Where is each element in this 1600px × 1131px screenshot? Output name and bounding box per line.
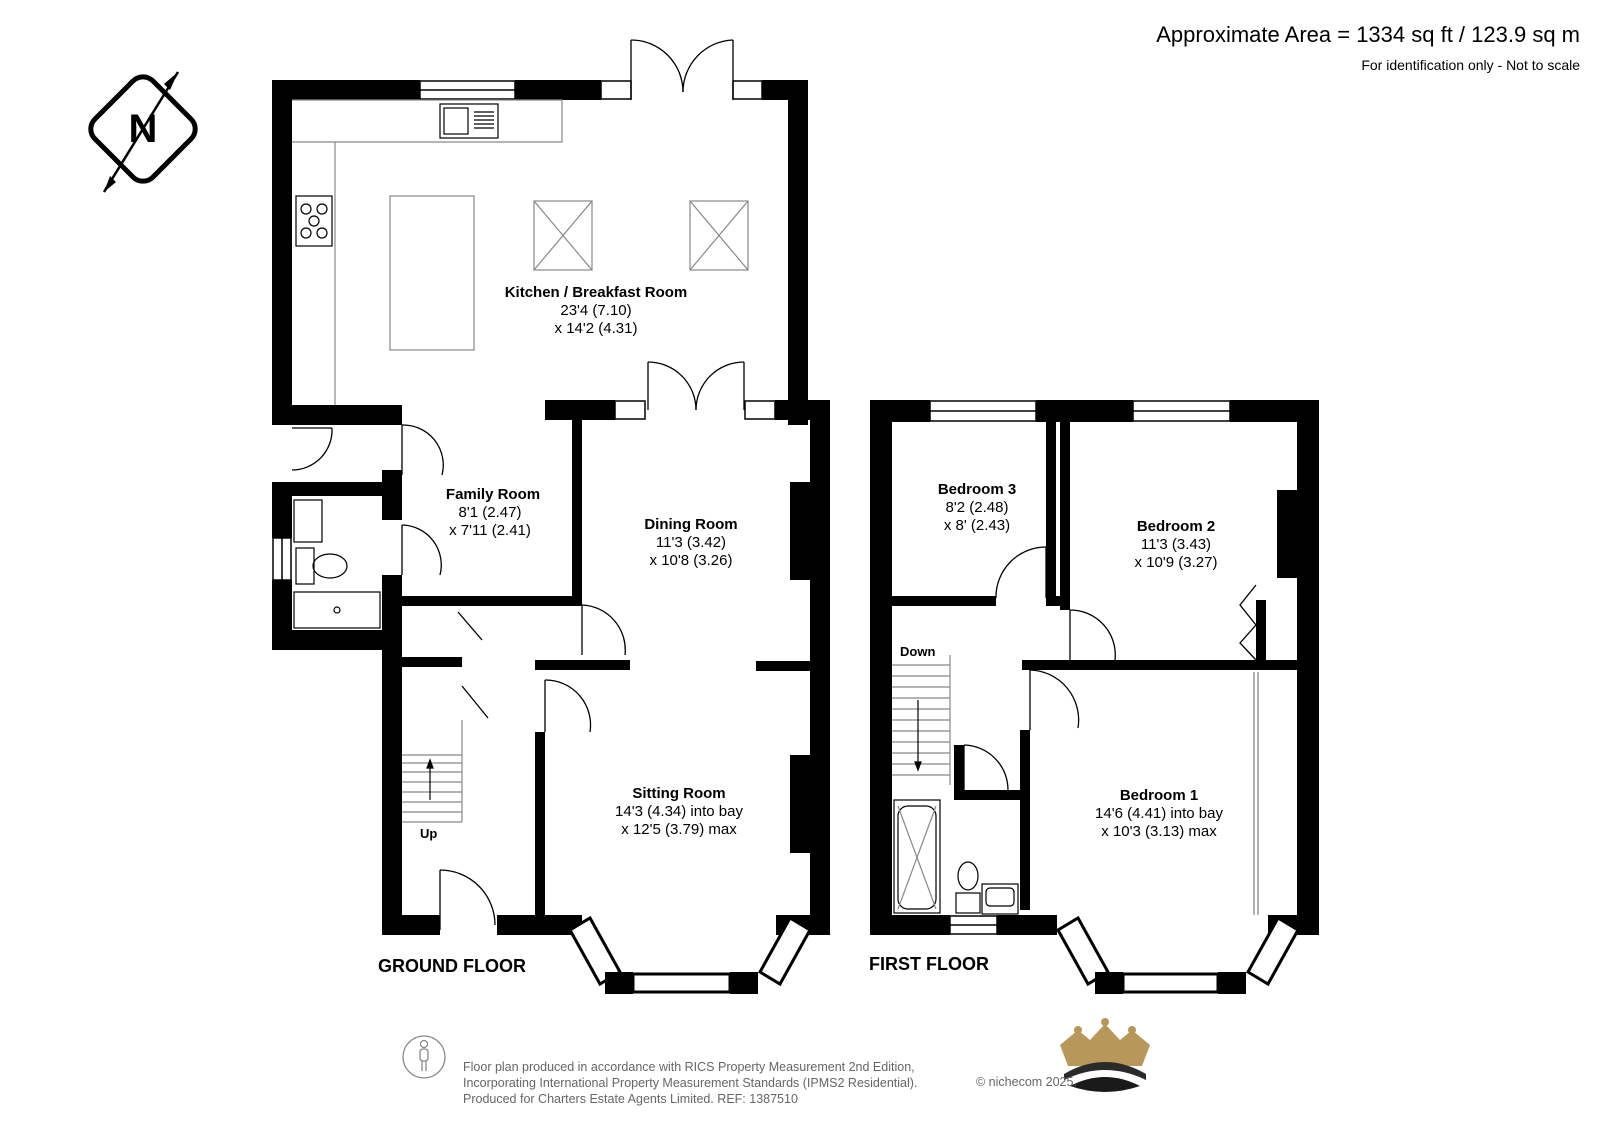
sitting-room-dim1: 14'3 (4.34) into bay xyxy=(615,803,743,820)
ground-floor-windows xyxy=(272,80,776,581)
ground-floor-doors xyxy=(291,39,745,930)
family-room-name: Family Room xyxy=(446,486,540,503)
dining-room-dim2: x 10'8 (3.26) xyxy=(650,552,733,569)
bedroom-2-name: Bedroom 2 xyxy=(1137,518,1215,535)
first-floor-doors xyxy=(963,546,1259,915)
identification-note: For identification only - Not to scale xyxy=(1361,57,1580,73)
first-floor-label: FIRST FLOOR xyxy=(869,954,989,974)
ground-floor-fixtures xyxy=(292,99,749,823)
dining-room-name: Dining Room xyxy=(644,516,737,533)
dining-room-dim1: 11'3 (3.42) xyxy=(656,534,726,551)
footer-line-1: Floor plan produced in accordance with R… xyxy=(463,1060,915,1074)
floor-labels: GROUND FLOOR FIRST FLOOR Up Down xyxy=(378,644,989,976)
first-floor-walls xyxy=(870,400,1319,994)
family-room-dim1: 8'1 (2.47) xyxy=(459,504,522,521)
kitchen-dim1: 23'4 (7.10) xyxy=(560,302,631,319)
north-compass-icon: N xyxy=(88,71,198,193)
bedroom-3-name: Bedroom 3 xyxy=(938,481,1016,498)
compass-letter: N xyxy=(129,107,158,151)
footer-line-3: Produced for Charters Estate Agents Limi… xyxy=(463,1092,798,1106)
footer-disclaimer: Floor plan produced in accordance with R… xyxy=(463,1059,917,1107)
stairs-down-label: Down xyxy=(900,644,935,659)
bedroom-2-dim2: x 10'9 (3.27) xyxy=(1135,554,1218,571)
stairs-up-label: Up xyxy=(420,826,437,841)
footer-copyright: © nichecom 2025. xyxy=(976,1075,1077,1089)
bedroom-3-dim1: 8'2 (2.48) xyxy=(946,499,1009,516)
bedroom-2-dim1: 11'3 (3.43) xyxy=(1141,536,1211,553)
ground-floor-label: GROUND FLOOR xyxy=(378,956,526,976)
first-floor-fixtures xyxy=(892,655,1019,915)
person-figure-icon xyxy=(402,1035,446,1079)
first-floor-windows xyxy=(929,400,1231,935)
room-labels: Kitchen / Breakfast Room 23'4 (7.10) x 1… xyxy=(446,284,1224,840)
approximate-area: Approximate Area = 1334 sq ft / 123.9 sq… xyxy=(1156,22,1580,47)
bedroom-1-dim1: 14'6 (4.41) into bay xyxy=(1095,805,1223,822)
sitting-room-dim2: x 12'5 (3.79) max xyxy=(621,821,737,838)
bedroom-3-dim2: x 8' (2.43) xyxy=(944,517,1010,534)
sitting-room-name: Sitting Room xyxy=(632,785,725,802)
kitchen-dim2: x 14'2 (4.31) xyxy=(555,320,638,337)
footer-line-2: Incorporating International Property Mea… xyxy=(463,1076,918,1090)
family-room-dim2: x 7'11 (2.41) xyxy=(449,522,531,539)
ground-floor-walls xyxy=(272,80,830,994)
bedroom-1-name: Bedroom 1 xyxy=(1120,787,1198,804)
kitchen-name: Kitchen / Breakfast Room xyxy=(505,284,688,301)
crown-logo-icon xyxy=(1060,1018,1150,1092)
bedroom-1-dim2: x 10'3 (3.13) max xyxy=(1101,823,1217,840)
